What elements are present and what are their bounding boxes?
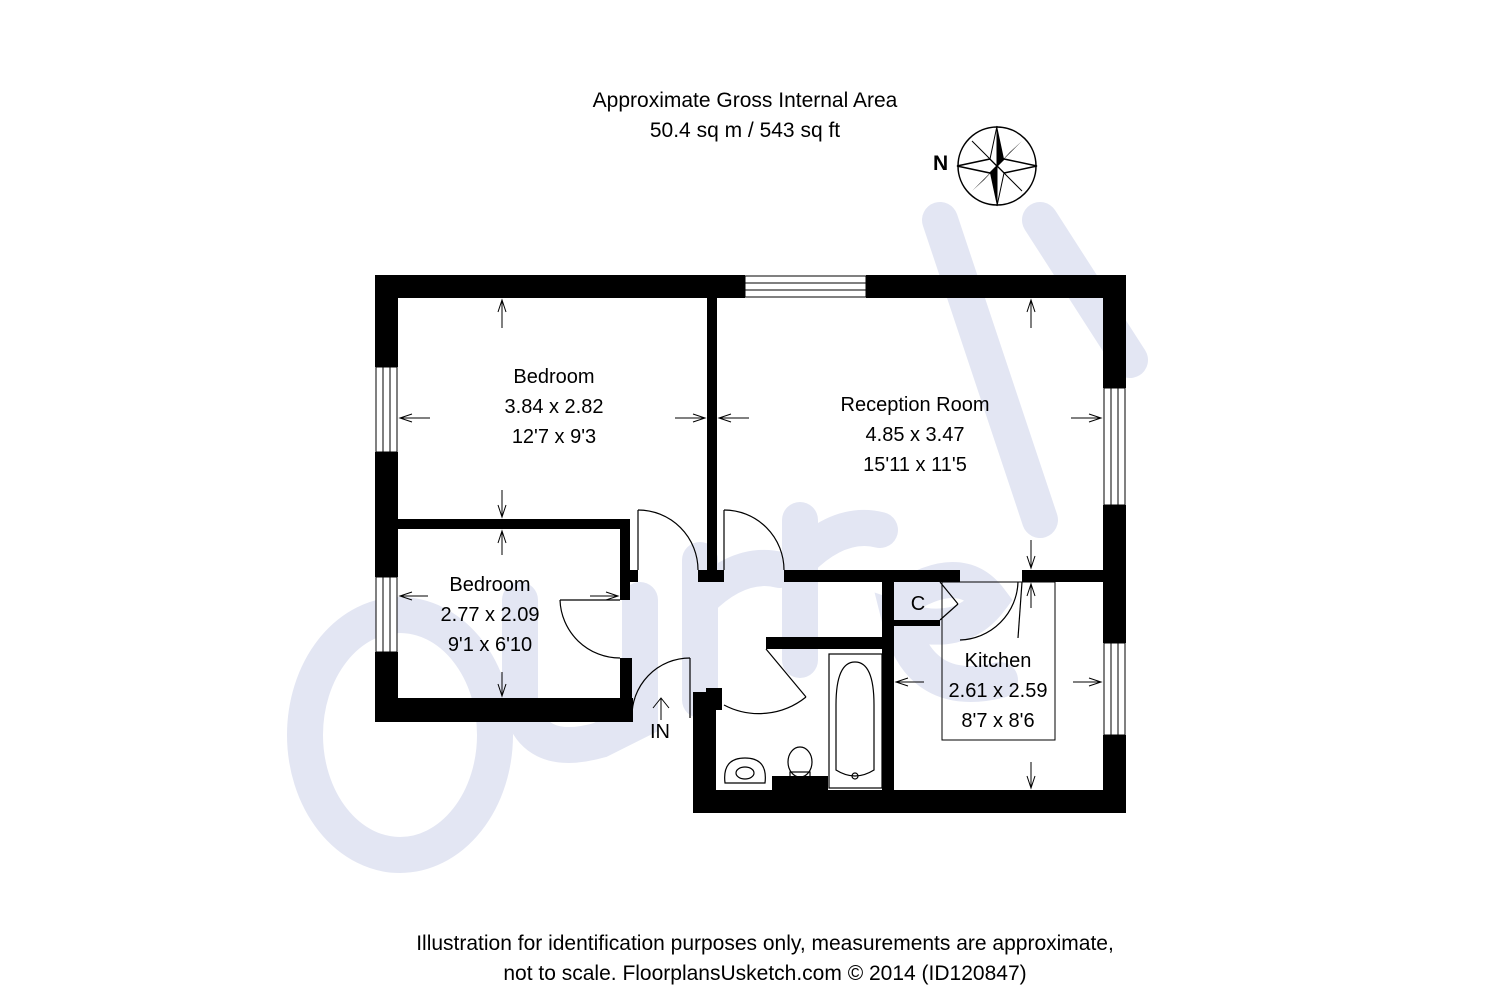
bathroom-fixtures <box>724 653 883 789</box>
area-value: 50.4 sq m / 543 sq ft <box>649 119 841 142</box>
walls <box>375 275 1126 813</box>
room-kitchen: Kitchen 2.61 x 2.59 8'7 x 8'6 <box>949 646 1048 736</box>
room-metric: 3.84 x 2.82 <box>504 396 604 418</box>
room-reception: Reception Room 4.85 x 3.47 15'11 x 11'5 <box>841 390 990 480</box>
room-imperial: 12'7 x 9'3 <box>511 426 597 448</box>
room-name: Bedroom <box>513 366 595 388</box>
dimension-arrows <box>398 298 1103 790</box>
room-imperial: 9'1 x 6'10 <box>447 634 533 656</box>
doors <box>559 509 1023 719</box>
room-bedroom-2: Bedroom 2.77 x 2.09 9'1 x 6'10 <box>441 570 540 660</box>
disclaimer-line-2: not to scale. FloorplansUsketch.com © 20… <box>503 962 1027 985</box>
compass-icon <box>956 125 1038 207</box>
entrance-label: IN <box>650 721 670 743</box>
room-name: Bedroom <box>449 574 531 596</box>
area-title: Approximate Gross Internal Area <box>592 89 898 112</box>
room-metric: 2.77 x 2.09 <box>440 604 540 626</box>
kitchen-counter <box>941 581 1056 741</box>
disclaimer-footer: Illustration for identification purposes… <box>0 929 1500 989</box>
room-name: Kitchen <box>964 650 1032 672</box>
disclaimer-line-1: Illustration for identification purposes… <box>416 932 1114 955</box>
room-metric: 2.61 x 2.59 <box>948 680 1048 702</box>
windows <box>375 275 1126 736</box>
room-imperial: 15'11 x 11'5 <box>863 454 967 476</box>
cupboard-label: C <box>910 593 926 615</box>
area-header: Approximate Gross Internal Area 50.4 sq … <box>0 86 1490 146</box>
watermark-logo <box>287 202 1148 873</box>
compass-north-label: N <box>933 152 949 175</box>
room-imperial: 8'7 x 8'6 <box>961 710 1035 732</box>
room-metric: 4.85 x 3.47 <box>865 424 965 446</box>
room-bedroom-1: Bedroom 3.84 x 2.82 12'7 x 9'3 <box>505 362 604 452</box>
room-name: Reception Room <box>840 394 990 416</box>
